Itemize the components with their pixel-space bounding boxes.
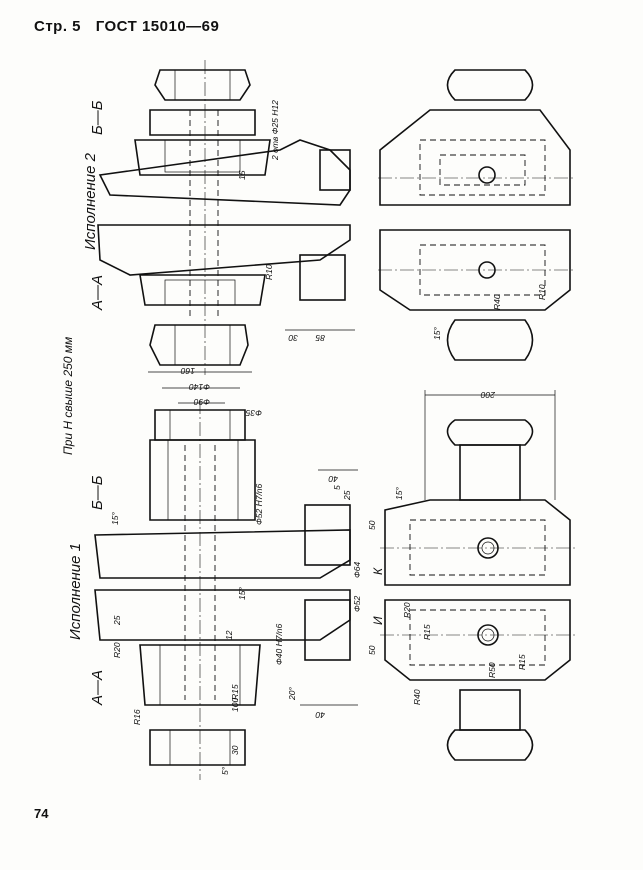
title-variant2: Исполнение 2 xyxy=(82,152,99,250)
title-section-bb-upper: Б—Б xyxy=(89,100,106,135)
page-number: 74 xyxy=(34,806,49,821)
dim-30-upper: 30 xyxy=(288,333,298,343)
page-label: Стр. 5 xyxy=(34,18,82,35)
dim-140: Ф140 xyxy=(189,382,210,392)
dim-fit1: Ф52 H7/n6 xyxy=(254,483,264,525)
dim-15-upper: 15 xyxy=(237,170,247,180)
dim-fit2: Ф40 H7/n6 xyxy=(274,623,284,665)
dim-30-lower: 30 xyxy=(230,745,240,755)
dim-holes: 2 отв Ф25 H12 xyxy=(270,100,280,161)
radius-r16: R16 xyxy=(132,709,142,725)
title-section-bb-lower: Б—Б xyxy=(89,475,106,510)
radius-r40-upper: R40 xyxy=(492,294,502,310)
page-header: Стр. 5 ГОСТ 15010—69 xyxy=(34,18,229,35)
dim-100: 100 xyxy=(230,698,240,712)
dim-200: 200 xyxy=(481,390,496,400)
dimension-lines xyxy=(148,329,358,706)
radius-r50: R50 xyxy=(487,662,497,678)
radius-r40-lower: R40 xyxy=(412,689,422,705)
dim-52: Ф52 xyxy=(352,596,362,612)
title-height-note: При H свыше 250 мм xyxy=(61,337,75,455)
dim-5: 5 xyxy=(332,485,342,490)
marker-k: К xyxy=(371,567,385,575)
variant2-plan-view xyxy=(378,69,575,361)
dim-15deg-b: 15° xyxy=(237,587,247,600)
dim-15deg-c: 15° xyxy=(394,487,404,500)
variant1-plan-view xyxy=(380,390,575,761)
radius-r20: R20 xyxy=(112,642,122,658)
dim-64: Ф64 xyxy=(352,562,362,578)
title-section-aa-lower: А—А xyxy=(89,670,106,706)
standard-code: ГОСТ 15010—69 xyxy=(95,18,220,35)
title-variant1: Исполнение 1 xyxy=(67,543,84,640)
dim-40-upper: 40 xyxy=(328,474,338,484)
dim-25: 25 xyxy=(342,490,352,501)
dim-5deg: 5° xyxy=(220,766,230,775)
dim-12: 12 xyxy=(224,630,234,640)
dim-40-lower: 40 xyxy=(315,710,325,720)
radius-r15-a: R15 xyxy=(230,684,240,700)
dim-50-lower: 50 xyxy=(367,645,377,655)
marker-i: И xyxy=(371,616,385,625)
radius-r25: 25 xyxy=(112,615,122,626)
dim-15deg-a: 15° xyxy=(110,512,120,525)
radius-r10-upper: R10 xyxy=(264,264,274,280)
dim-160: 160 xyxy=(181,366,195,376)
dim-50-upper: 50 xyxy=(367,520,377,530)
variant1-drawing xyxy=(94,400,351,780)
variant2-drawing xyxy=(97,60,351,375)
radius-r15-plan-b: R15 xyxy=(517,654,527,670)
radius-r15-plan-a: R15 xyxy=(422,624,432,640)
radius-r10-plan: R10 xyxy=(537,284,547,300)
dim-85: 85 xyxy=(315,333,325,343)
dim-35: Ф35 xyxy=(246,408,262,418)
dim-20deg: 20° xyxy=(287,687,297,701)
radius-r20-plan: R20 xyxy=(402,602,412,618)
dim-90: Ф90 xyxy=(194,397,210,407)
dim-15deg-d: 15° xyxy=(432,327,442,340)
title-section-aa-upper: А—А xyxy=(89,275,106,311)
